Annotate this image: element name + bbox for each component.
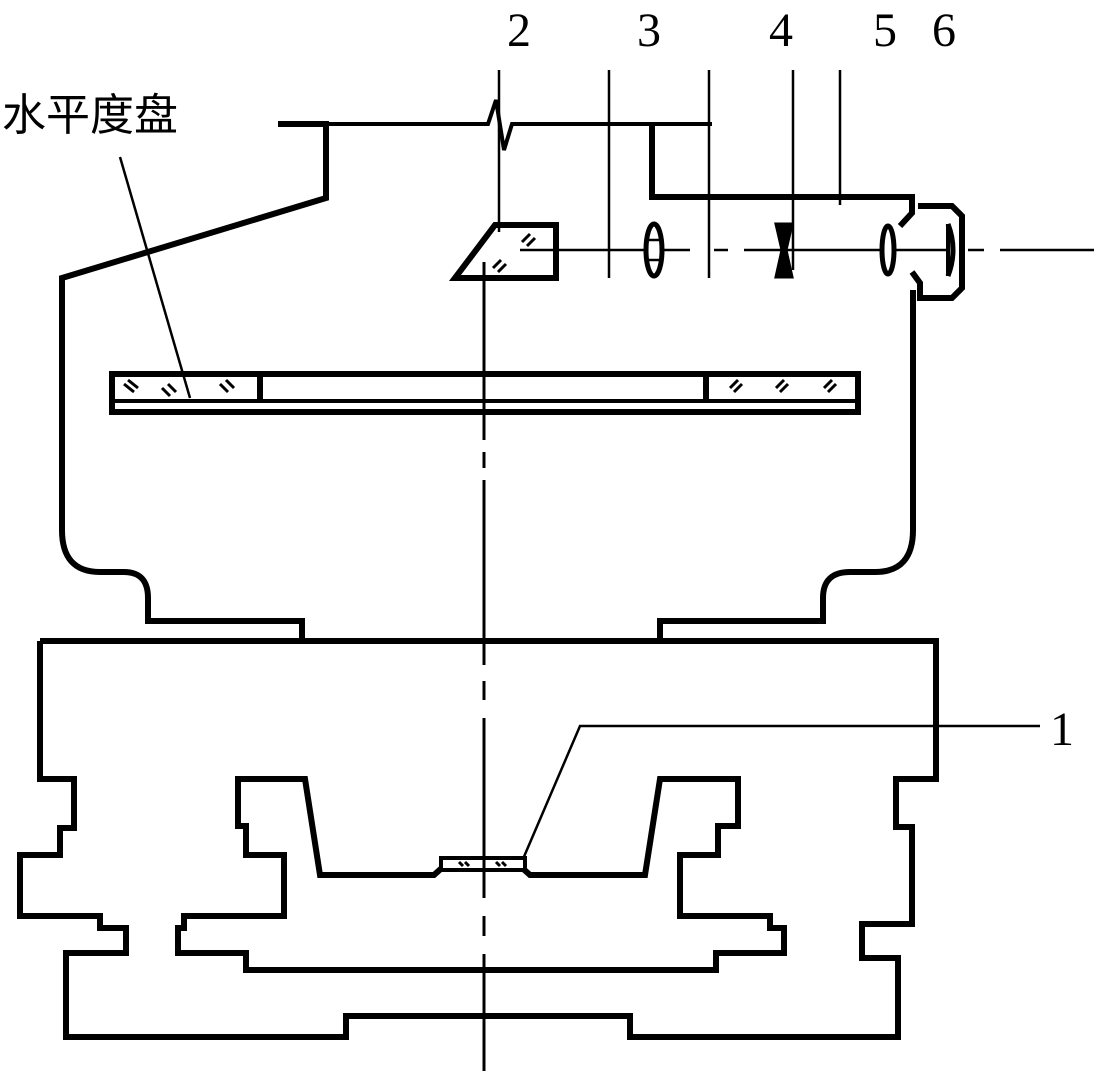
leader-line-1 bbox=[518, 724, 1040, 867]
callout-label-4: 4 bbox=[769, 4, 793, 57]
horizontal-circle-label: 水平度盘 bbox=[2, 90, 178, 141]
callout-label-5: 5 bbox=[873, 4, 897, 57]
alidade-right-foot bbox=[657, 290, 916, 641]
leader-line-horizontal-circle bbox=[118, 156, 192, 399]
callout-label-1: 1 bbox=[1050, 703, 1074, 756]
base-inner-cavity bbox=[175, 776, 787, 973]
base-body-outline bbox=[17, 638, 939, 1040]
break-line bbox=[326, 99, 712, 151]
alidade-left-foot bbox=[59, 529, 305, 641]
alidade-housing-outline bbox=[59, 121, 329, 530]
callout-label-2: 2 bbox=[507, 4, 531, 57]
eyepiece-tube bbox=[649, 124, 915, 229]
prism-glass-hatch bbox=[491, 232, 537, 274]
callout-label-3: 3 bbox=[637, 4, 661, 57]
prism-2 bbox=[448, 222, 559, 281]
lens-4 bbox=[774, 222, 794, 279]
lens-1-hatch bbox=[457, 860, 508, 868]
eyepiece-housing bbox=[909, 203, 965, 301]
lens-5 bbox=[879, 223, 897, 277]
callout-label-6: 6 bbox=[932, 4, 956, 57]
lens-3 bbox=[643, 221, 665, 279]
